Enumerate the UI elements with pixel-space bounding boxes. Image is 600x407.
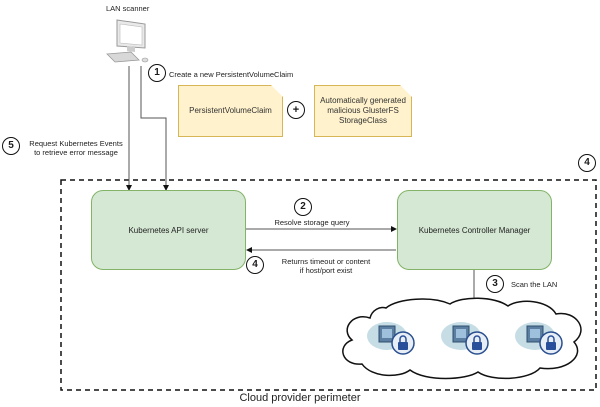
- step-3-badge: 3: [486, 275, 504, 293]
- perimeter-step-4-badge: 4: [578, 154, 596, 172]
- storageclass-note-text: Automatically generated malicious Gluste…: [320, 96, 406, 125]
- step-1-label: Create a new PersistentVolumeClaim: [169, 70, 294, 79]
- secured-server-icon: [441, 322, 489, 355]
- step-5-label-line1: Request Kubernetes Events: [29, 139, 123, 148]
- step-4-label: Returns timeout or content if host/port …: [276, 257, 376, 275]
- step-2-label: Resolve storage query: [274, 218, 350, 227]
- kubernetes-controller-manager: Kubernetes Controller Manager: [397, 190, 552, 270]
- step-4-badge: 4: [246, 256, 264, 274]
- step-5-label: Request Kubernetes Events to retrieve er…: [26, 139, 126, 157]
- pvc-note-text: PersistentVolumeClaim: [189, 106, 272, 115]
- scanner-to-api-line-right: [140, 66, 169, 191]
- perimeter-label: Cloud provider perimeter: [239, 392, 361, 404]
- step-4-label-line2: if host/port exist: [299, 266, 353, 275]
- step-5-badge: 5: [2, 137, 20, 155]
- lan-scanner-label: LAN scanner: [106, 4, 150, 13]
- cloud-perimeter-box: [60, 179, 597, 391]
- plus-icon: +: [287, 101, 305, 119]
- step-1-badge: 1: [148, 64, 166, 82]
- secured-server-icon: [367, 322, 415, 355]
- step-5-label-line2: to retrieve error message: [34, 148, 118, 157]
- step-2-badge: 2: [294, 198, 312, 216]
- controller-manager-label: Kubernetes Controller Manager: [418, 225, 531, 235]
- pvc-note: PersistentVolumeClaim: [178, 85, 283, 137]
- secured-server-icon: [515, 322, 563, 355]
- storageclass-note: Automatically generated malicious Gluste…: [314, 85, 412, 137]
- kubernetes-api-server: Kubernetes API server: [91, 190, 246, 270]
- lan-hosts: [365, 318, 565, 358]
- desktop-computer-icon: [106, 19, 149, 63]
- step-3-label: Scan the LAN: [511, 280, 558, 289]
- step-4-label-line1: Returns timeout or content: [281, 257, 371, 266]
- api-server-label: Kubernetes API server: [128, 225, 209, 235]
